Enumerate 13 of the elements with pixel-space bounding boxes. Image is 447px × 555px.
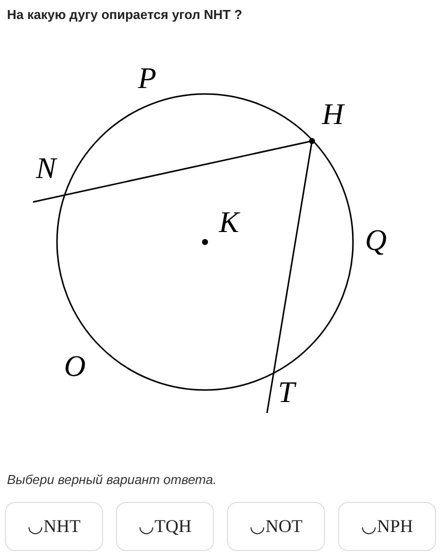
point-label: Q: [365, 226, 387, 256]
point-label: N: [36, 154, 56, 184]
instruction-text: Выбери верный вариант ответа.: [7, 471, 217, 489]
point-label: H: [322, 100, 344, 130]
answer-option-button: ◡TQH: [116, 502, 214, 551]
answer-option-button: ◡NHT: [5, 502, 103, 551]
point-label: T: [278, 378, 295, 408]
answer-option-button: ◡NPH: [338, 502, 436, 551]
point-label: O: [64, 352, 86, 382]
answer-option-button: ◡NOT: [227, 502, 325, 551]
point-label: P: [138, 64, 156, 94]
point-label: K: [219, 208, 240, 238]
question-title: На какую дугу опирается угол NHT ?: [7, 6, 242, 24]
